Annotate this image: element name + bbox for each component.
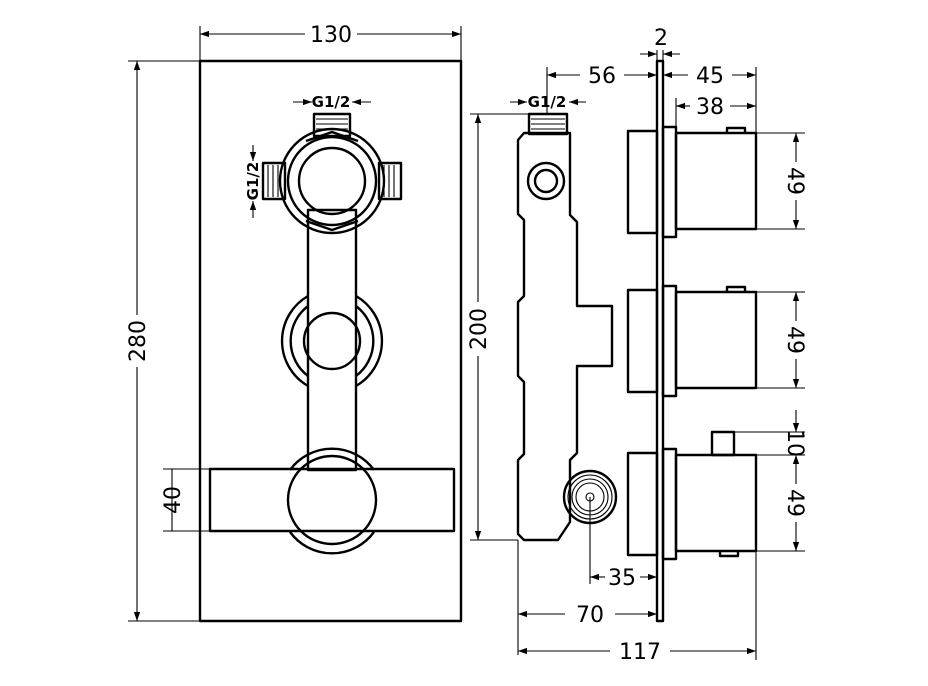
dim-35: 35: [589, 497, 657, 591]
dim-56-label: 56: [588, 64, 616, 89]
dim-70-label: 70: [576, 603, 604, 628]
dim-45-label: 45: [696, 64, 724, 89]
dim-45: 45: [663, 64, 757, 133]
knob-1: [626, 125, 758, 239]
body-thread: [527, 112, 569, 136]
dim-thread-side-view: G1/2: [510, 93, 586, 111]
dim-38: 38: [675, 95, 756, 127]
dim-56: 56: [546, 64, 657, 114]
dim-117: 117: [518, 551, 757, 665]
middle-valve: [280, 294, 384, 388]
dim-width: 130: [199, 23, 462, 61]
knob-3-button: [710, 430, 736, 457]
knob-2: [626, 284, 758, 398]
top-valve: [261, 112, 403, 235]
thread-top-label: G1/2: [312, 93, 351, 111]
mounting-body: [516, 131, 614, 542]
knob-3: [626, 430, 758, 561]
dim-knob-2: 49: [756, 291, 807, 389]
left-thread: [261, 161, 287, 201]
dim-thread-side: G1/2: [244, 145, 262, 218]
dim-thread-top: G1/2: [293, 93, 371, 111]
handle-knob: [286, 454, 378, 546]
bottom-valve: [208, 447, 456, 555]
dim-117-label: 117: [619, 640, 661, 665]
side-port: [526, 161, 566, 201]
dim-height: 280: [126, 60, 200, 622]
dim-handle: 40: [161, 468, 210, 532]
dim-38-label: 38: [696, 95, 724, 120]
dim-plate-label: 2: [654, 26, 668, 51]
thread-side-label: G1/2: [244, 162, 262, 201]
dim-button-label: 10: [782, 429, 807, 457]
dim-button: 10: [734, 410, 807, 457]
dim-200-label: 200: [467, 308, 492, 350]
front-view: 130 280 40 G1/2 G1/2: [126, 23, 463, 623]
front-plate: [198, 59, 463, 623]
right-thread: [377, 161, 403, 201]
dim-handle-label: 40: [161, 486, 186, 514]
top-thread: [312, 112, 352, 138]
dim-70: 70: [517, 540, 657, 655]
dim-knob-1-label: 49: [782, 167, 807, 195]
dim-plate: 2: [640, 26, 680, 61]
dim-200: 200: [467, 113, 529, 541]
dim-height-label: 280: [126, 320, 151, 362]
side-thread-label: G1/2: [528, 93, 567, 111]
dim-knob-3-label: 49: [782, 489, 807, 517]
handle-lever: [208, 467, 456, 533]
dim-knob-2-label: 49: [782, 326, 807, 354]
valve-body-bar: [306, 208, 358, 472]
dim-35-label: 35: [608, 566, 636, 591]
dim-width-label: 130: [310, 23, 352, 48]
side-view: 2 56 45 38 G1/2: [467, 26, 807, 665]
dim-knob-1: 49: [756, 132, 807, 230]
dim-knob-3: 49: [756, 454, 807, 552]
